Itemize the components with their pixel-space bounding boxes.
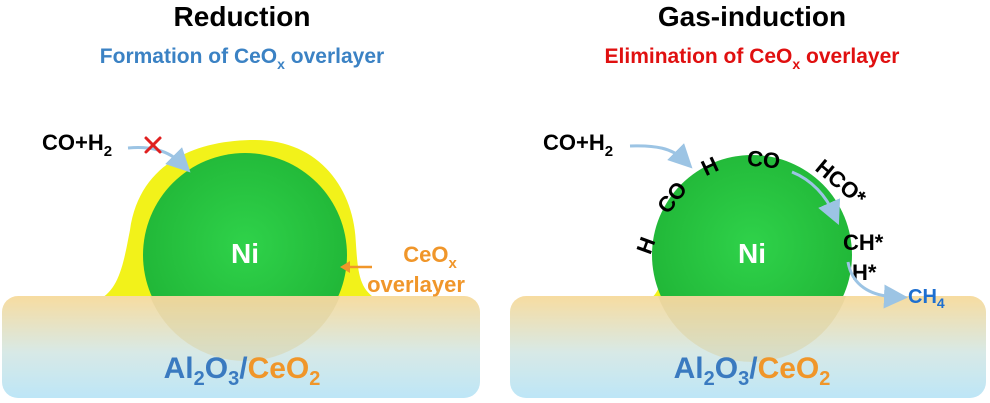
blocked-x-icon	[144, 136, 162, 154]
right-subtitle: Elimination of CeOx overlayer	[605, 45, 900, 72]
overlayer-label-line2: overlayer	[367, 272, 465, 297]
overlayer-label-line1: CeOx	[403, 242, 457, 272]
right-panel: Gas-induction Elimination of CeOx overla…	[510, 1, 986, 398]
left-support-label: Al2O3/CeO2	[164, 352, 321, 390]
ni-particle-right-embedded	[658, 296, 846, 362]
product-ch4: CH4	[908, 286, 945, 311]
right-gas-arrow	[629, 143, 693, 169]
overlayer-pointer-head	[340, 261, 350, 273]
left-panel: Reduction Formation of CeOx overlayer Ni…	[2, 1, 480, 398]
left-ni-label: Ni	[231, 238, 259, 269]
left-support	[2, 296, 480, 398]
reaction-arrow-2	[846, 261, 908, 309]
adsorbate-ch: CH*	[843, 230, 884, 255]
right-title: Gas-induction	[658, 1, 846, 32]
ni-particle-embedded	[150, 296, 340, 361]
reaction-arrow-1	[791, 170, 841, 225]
right-gas-label: CO+H2	[543, 130, 613, 160]
right-support	[510, 296, 986, 398]
right-support-label: Al2O3/CeO2	[674, 352, 831, 390]
adsorbate-co-2: CO	[746, 146, 781, 174]
left-subtitle: Formation of CeOx overlayer	[100, 45, 384, 72]
left-gas-label: CO+H2	[42, 130, 112, 160]
right-ni-label: Ni	[738, 238, 766, 269]
left-title: Reduction	[174, 1, 311, 32]
